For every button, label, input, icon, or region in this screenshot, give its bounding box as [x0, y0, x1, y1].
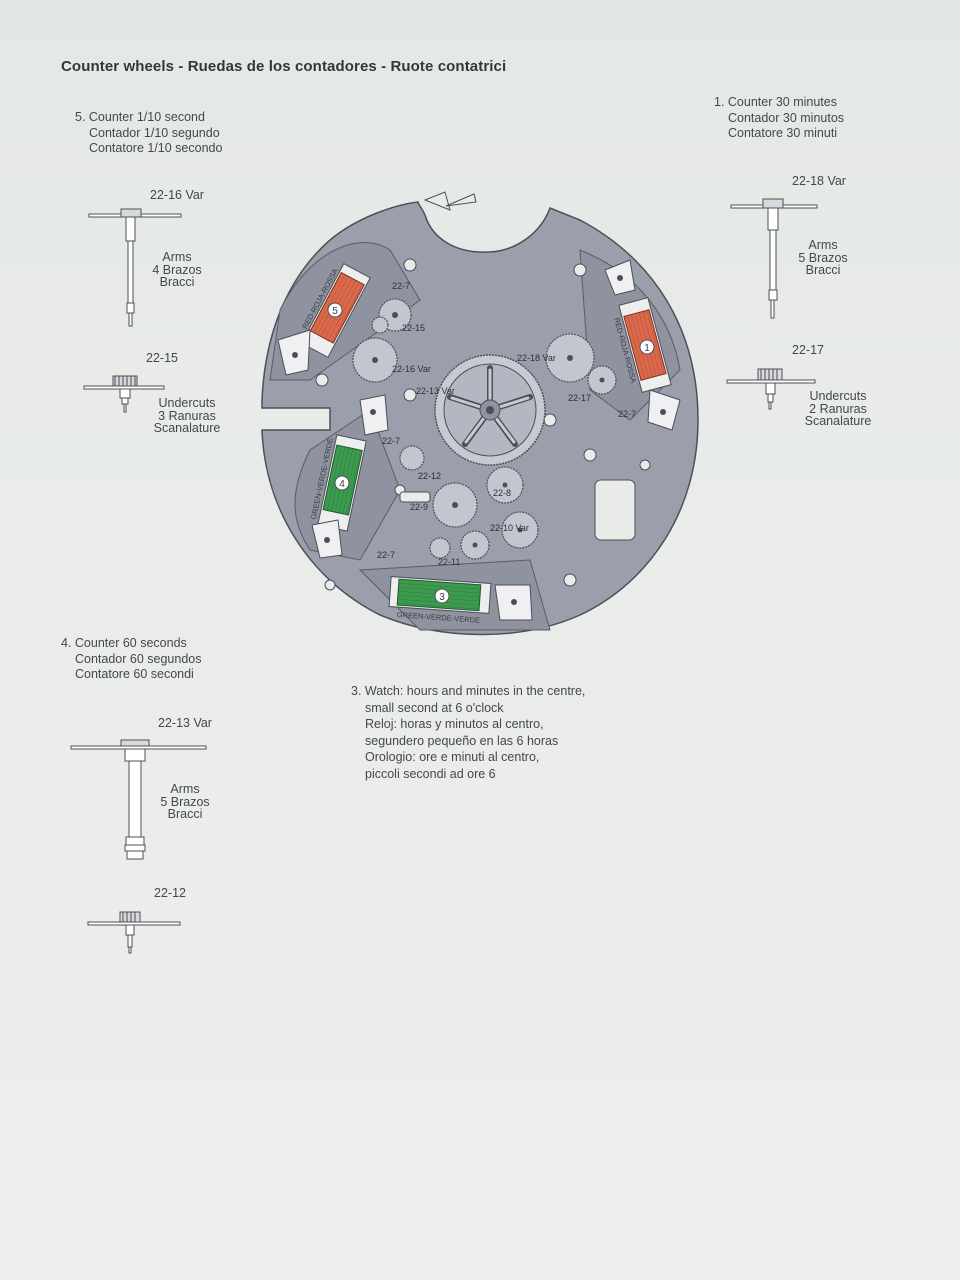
coil-5-number: 5 [332, 306, 338, 317]
part-22-16-code: 22-16 Var [150, 188, 204, 202]
label-22-7-d: 22-7 [377, 550, 395, 560]
coil-3: GREEN-VERDE-VERDE [388, 576, 492, 625]
pivot-screws [292, 275, 666, 605]
counter-4-line-it: Contatore 60 secondi [75, 667, 194, 681]
plate-holes [315, 258, 651, 591]
coil-4-number: 4 [339, 479, 345, 490]
part-22-18-drawing [730, 198, 818, 319]
coil-1-number: 1 [644, 343, 650, 354]
part-22-15-desc: Undercuts 3 Ranuras Scanalature [153, 396, 221, 435]
label-22-10-var: 22-10 Var [490, 523, 529, 533]
plate-notch [445, 193, 477, 207]
page-title: Counter wheels - Ruedas de los contadore… [61, 58, 507, 75]
part-22-12-code: 22-12 [154, 886, 186, 900]
label-22-15: 22-15 [402, 323, 425, 333]
part-22-16-drawing [88, 208, 182, 327]
counter-1-line-en: 1. Counter 30 minutes [714, 95, 837, 109]
counter-3-line-3: Reloj: horas y minutos al centro, [365, 717, 544, 731]
counter-1-description: 1. Counter 30 minutes Contador 30 minuto… [714, 95, 844, 142]
counter-5-description: 5. Counter 1/10 second Contador 1/10 seg… [75, 110, 222, 157]
small-gears [352, 298, 617, 560]
part-22-18-code: 22-18 Var [792, 174, 846, 188]
label-22-7-b: 22-7 [618, 409, 636, 419]
coil-3-badge [434, 588, 450, 604]
part-22-15-code: 22-15 [146, 351, 178, 365]
coil-3-number: 3 [439, 592, 445, 603]
coil-5-badge [327, 302, 343, 318]
movement-plate-diagram: RED-ROJA-ROSSA 5 RED-ROJA-ROSSA 1 GREEN-… [261, 191, 699, 636]
label-22-16-var: 22-16 Var [392, 364, 431, 374]
label-22-18-var: 22-18 Var [517, 353, 556, 363]
counter-5-line-es: Contador 1/10 segundo [89, 125, 220, 140]
part-22-13-code: 22-13 Var [158, 716, 212, 730]
coil-4-badge [334, 475, 350, 491]
part-22-17-desc: Undercuts 2 Ranuras Scanalature [804, 389, 872, 428]
plate-labels: 22-7 22-15 22-16 Var 22-13 Var 22-18 Var… [377, 281, 636, 567]
part-22-15-drawing [83, 375, 165, 413]
label-22-9: 22-9 [410, 502, 428, 512]
counter-3-line-1: 3. Watch: hours and minutes in the centr… [351, 684, 586, 698]
part-22-16-desc: Arms 4 Brazos Bracci [152, 250, 202, 289]
counter-3-line-6: piccoli secondi ad ore 6 [365, 766, 496, 781]
counter-3-line-4: segundero pequeño en las 6 horas [365, 733, 559, 748]
counter-3-line-2: small second at 6 o'clock [365, 700, 504, 715]
label-22-17: 22-17 [568, 393, 591, 403]
counter-3-description: 3. Watch: hours and minutes in the centr… [351, 683, 585, 782]
counter-3-line-5: Orologio: ore e minuti al centro, [365, 750, 540, 764]
part-22-13-desc: Arms 5 Brazos Bracci [160, 782, 210, 821]
counter-1-line-it: Contatore 30 minuti [728, 126, 838, 140]
part-22-12-drawing [87, 911, 181, 954]
label-22-13-var: 22-13 Var [416, 386, 455, 396]
label-22-12: 22-12 [418, 471, 441, 481]
counter-5-line-en: 5. Counter 1/10 second [75, 110, 205, 124]
counter-5-line-it: Contatore 1/10 secondo [89, 141, 223, 155]
counter-4-line-en: 4. Counter 60 seconds [61, 636, 187, 650]
gear-pinions [372, 312, 605, 548]
part-22-17-code: 22-17 [792, 343, 824, 357]
coil-pivots [277, 259, 681, 621]
label-22-7-c: 22-7 [382, 436, 400, 446]
part-22-17-drawing [726, 368, 816, 410]
counter-4-description: 4. Counter 60 seconds Contador 60 segund… [61, 636, 201, 683]
counter-4-line-es: Contador 60 segundos [75, 651, 202, 666]
part-22-18-desc: Arms 5 Brazos Bracci [798, 238, 848, 277]
plate-notch [423, 191, 451, 211]
part-22-13-drawing [70, 739, 207, 860]
label-22-8: 22-8 [493, 488, 511, 498]
label-22-7-a: 22-7 [392, 281, 410, 291]
label-22-11: 22-11 [438, 557, 460, 567]
center-wheel-22-13 [434, 354, 546, 466]
coil-1-badge [639, 339, 655, 355]
counter-1-line-es: Contador 30 minutos [728, 110, 845, 125]
